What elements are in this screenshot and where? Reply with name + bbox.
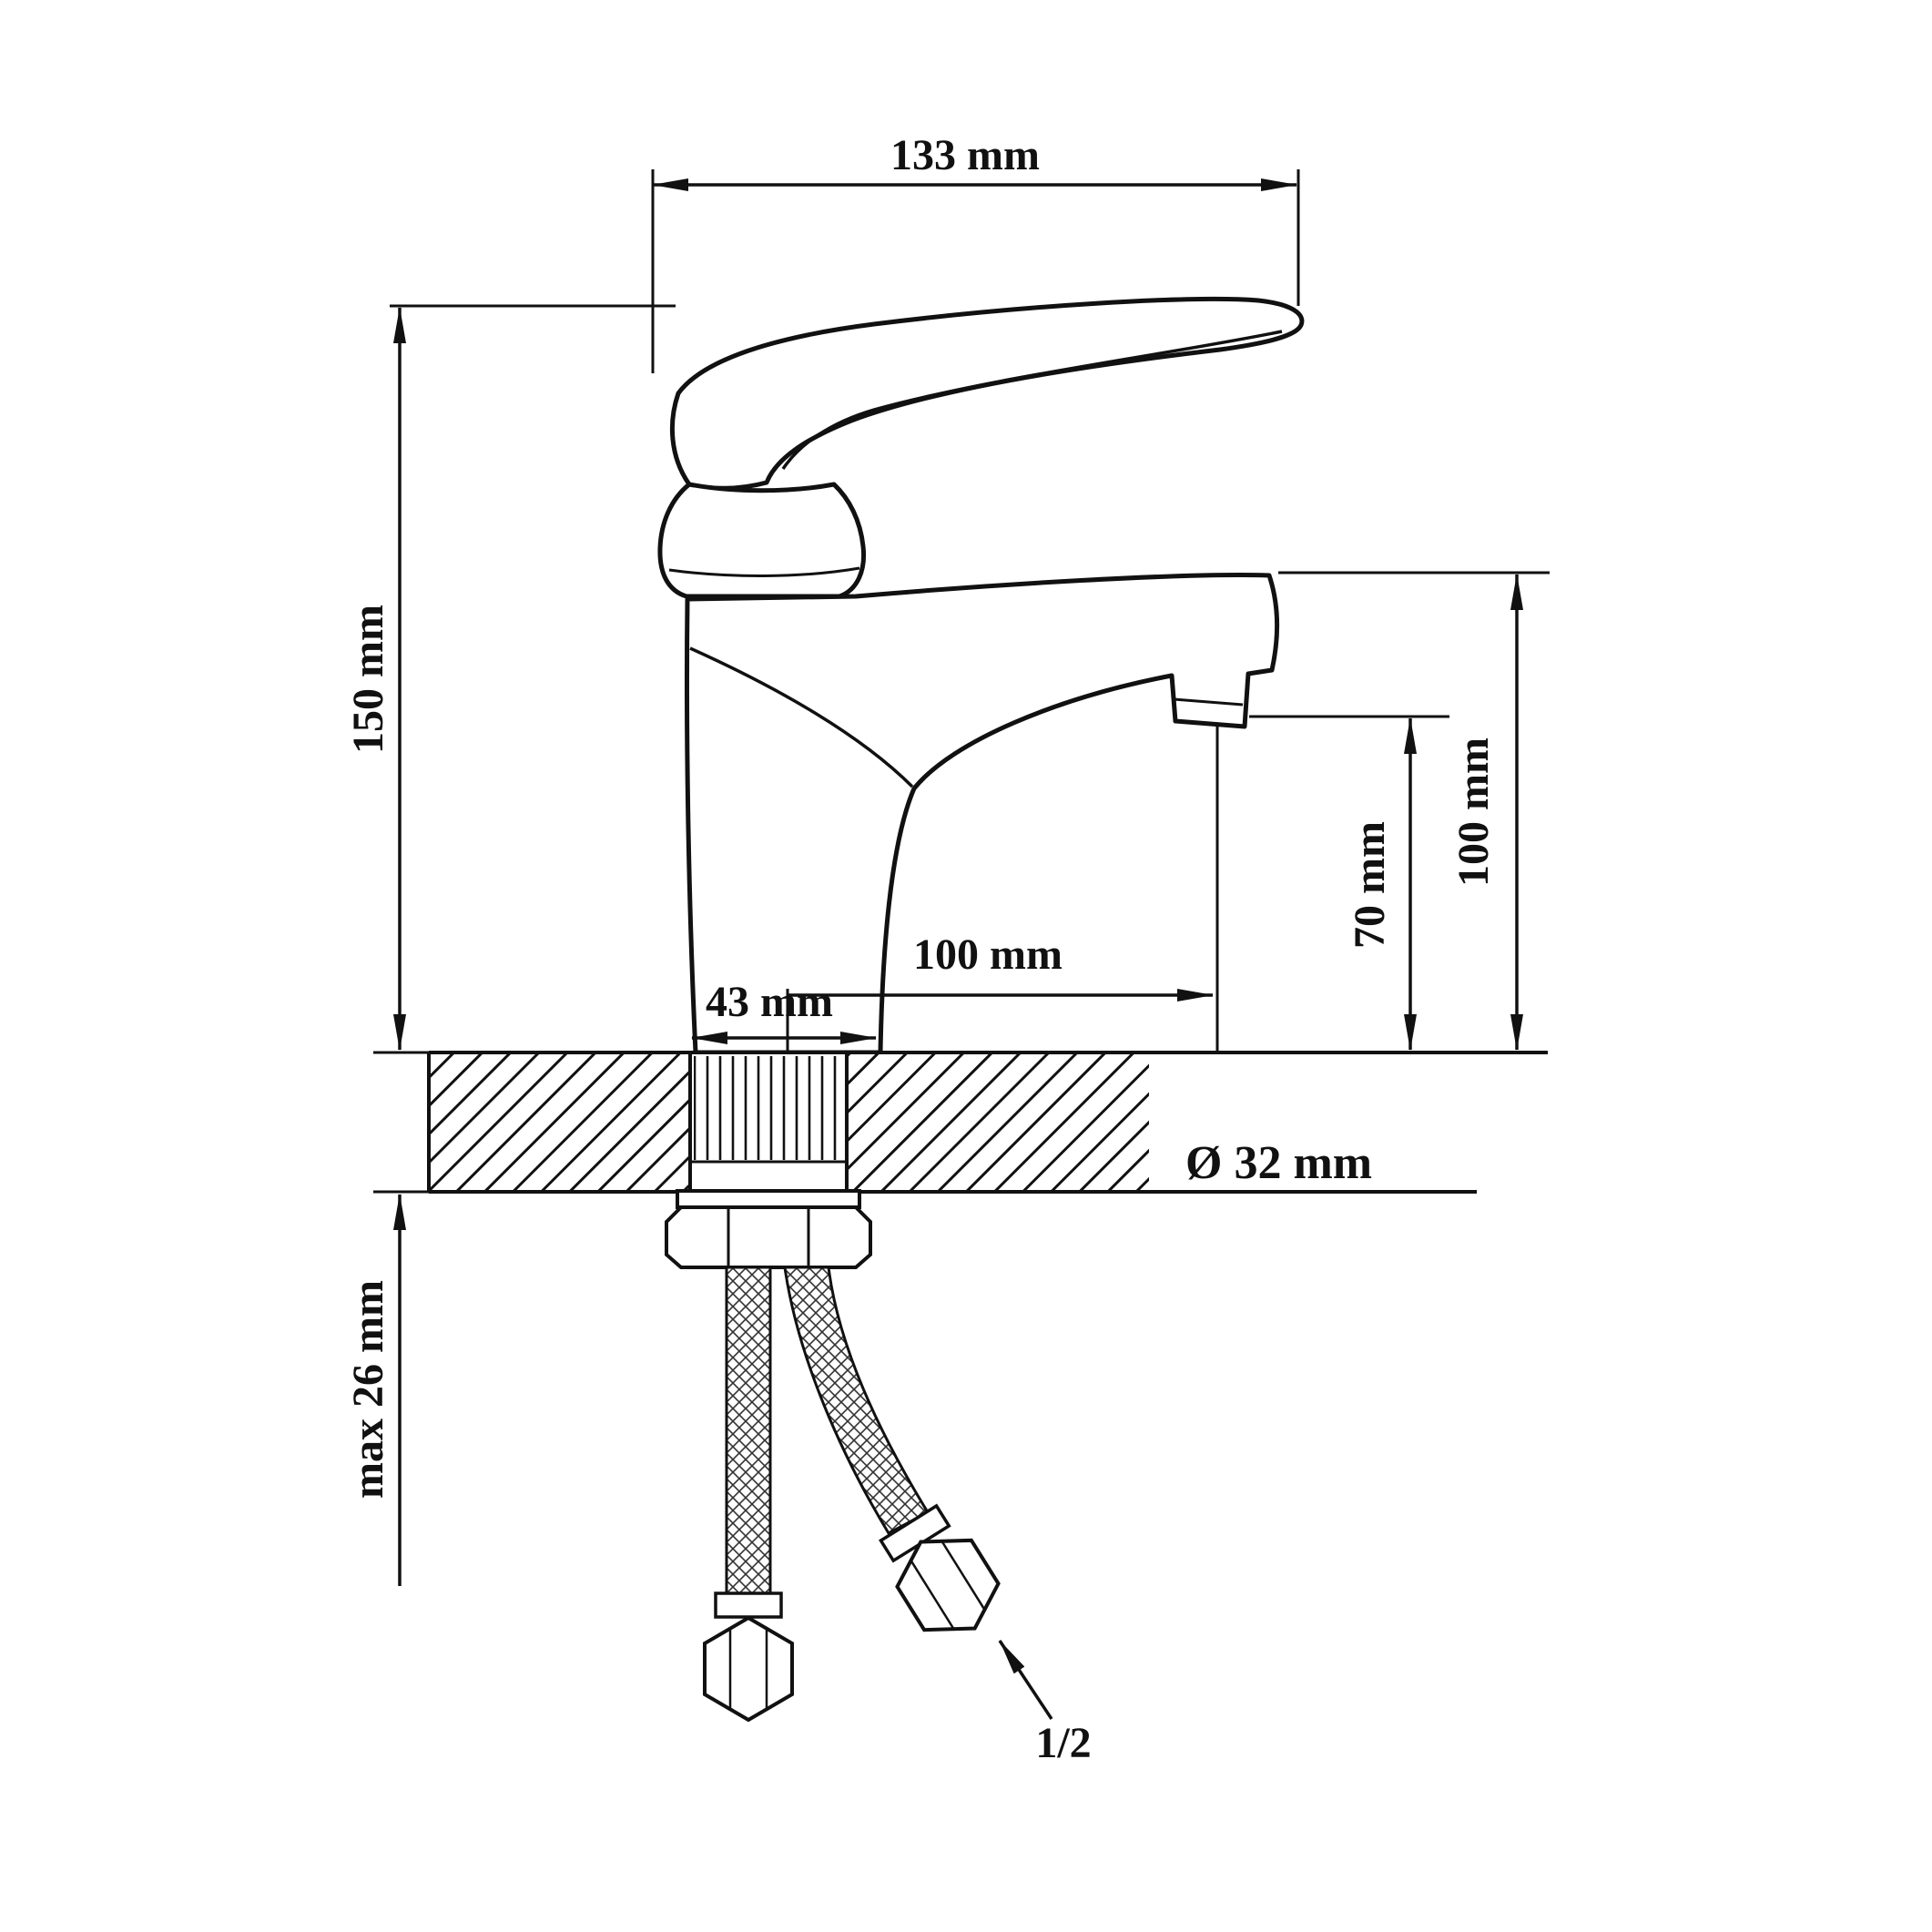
faucet-drawing — [657, 296, 1305, 1055]
counter-hatch-left — [429, 1054, 690, 1190]
hose-left-braided — [725, 1266, 772, 1595]
faucet-handle-cap — [657, 482, 867, 599]
label-spout-top-height: 100 mm — [1449, 737, 1498, 887]
hose-right-braided — [783, 1266, 930, 1535]
faucet-body-spout — [684, 573, 1280, 1055]
dimension-lines — [373, 169, 1550, 1720]
dimension-overall-width — [651, 169, 1300, 373]
label-hose-connection-size: 1/2 — [1035, 1719, 1091, 1767]
counter-hatch-right — [847, 1054, 1149, 1190]
label-outlet-height: 70 mm — [1346, 821, 1394, 949]
hose-left-collar — [714, 1591, 783, 1619]
connection-leader-line — [998, 1640, 1053, 1720]
label-mounting-hole-diameter: Ø 32 mm — [1185, 1137, 1372, 1189]
dimension-overall-height — [390, 304, 676, 1051]
label-base-width: 43 mm — [706, 978, 833, 1026]
mounting-washer — [676, 1189, 861, 1209]
faucet-cap-detail-line — [668, 566, 860, 578]
faucet-handle-edge-line — [781, 330, 1283, 470]
label-max-deck-thickness: max 26 mm — [344, 1280, 392, 1499]
dimension-labels: 133 mm 150 mm 100 mm 70 mm 100 mm 43 mm … — [344, 131, 1498, 1767]
counter-section — [427, 1051, 1548, 1194]
faucet-body-design-line — [689, 646, 914, 788]
dimension-spout-top-height — [1278, 571, 1550, 1051]
label-overall-height: 150 mm — [344, 605, 392, 754]
hose-left-end-nut — [703, 1616, 794, 1722]
dimension-max-thickness — [373, 1051, 430, 1586]
connection-hoses — [703, 1266, 1014, 1722]
mounting-nut-body — [665, 1205, 872, 1269]
label-spout-reach: 100 mm — [913, 930, 1063, 979]
label-overall-width: 133 mm — [890, 131, 1040, 179]
dimension-outlet-height — [1249, 715, 1449, 1051]
shank-threads — [694, 1056, 843, 1160]
aerator-detail-line — [1173, 697, 1244, 707]
faucet-handle — [669, 296, 1305, 491]
mounting-nut — [665, 1189, 872, 1269]
